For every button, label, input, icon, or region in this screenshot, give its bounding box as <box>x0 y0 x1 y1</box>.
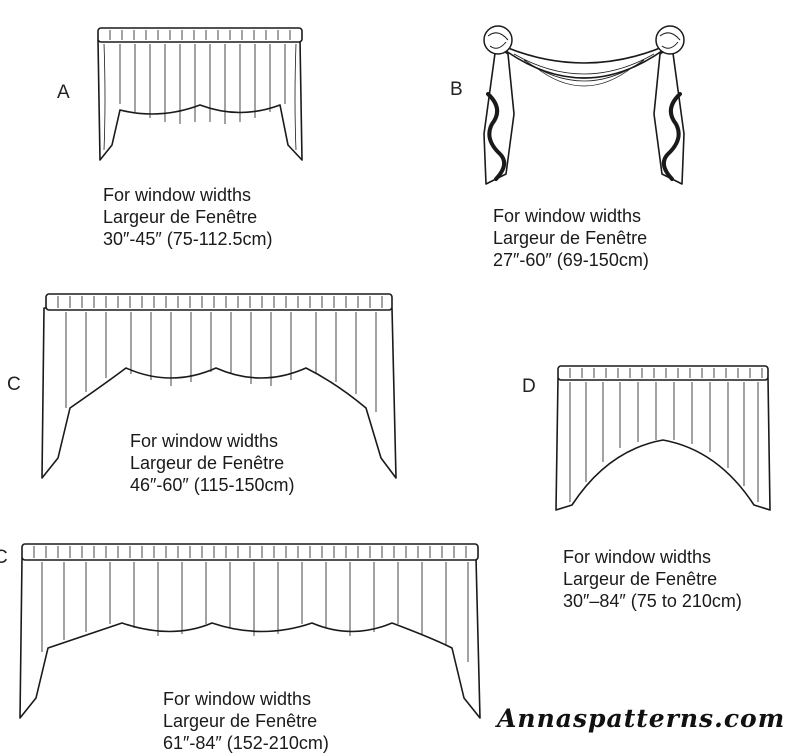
caption-line: 61″-84″ (152-210cm) <box>163 733 329 753</box>
caption-a: For window widths Largeur de Fenêtre 30″… <box>103 184 273 250</box>
caption-b: For window widths Largeur de Fenêtre 27″… <box>493 205 649 271</box>
caption-line: For window widths <box>493 206 642 226</box>
swag-b-illustration <box>483 25 685 185</box>
caption-line: Largeur de Fenêtre <box>163 711 318 731</box>
caption-line: Largeur de Fenêtre <box>493 228 648 248</box>
view-letter-d: D <box>522 376 536 397</box>
valance-a-illustration <box>97 27 303 161</box>
caption-line: For window widths <box>130 431 279 451</box>
caption-line: Largeur de Fenêtre <box>130 453 285 473</box>
caption-line: 30″–84″ (75 to 210cm) <box>563 591 742 611</box>
valance-d-illustration <box>555 365 771 511</box>
view-letter-c: C <box>7 374 21 395</box>
valance-c-illustration <box>41 293 397 479</box>
caption-line: For window widths <box>163 689 312 709</box>
caption-d: For window widths Largeur de Fenêtre 30″… <box>563 546 742 612</box>
view-letter-a: A <box>57 82 70 103</box>
caption-line: For window widths <box>103 185 252 205</box>
valance-c-wide-illustration <box>19 543 481 719</box>
view-letter-b: B <box>450 79 463 100</box>
view-letter-c-2: C <box>0 547 8 568</box>
watermark-text: Annaspatterns.com <box>497 704 786 733</box>
caption-line: Largeur de Fenêtre <box>103 207 258 227</box>
caption-line: Largeur de Fenêtre <box>563 569 718 589</box>
caption-line: 30″-45″ (75-112.5cm) <box>103 229 273 249</box>
caption-line: For window widths <box>563 547 712 567</box>
caption-c2: For window widths Largeur de Fenêtre 61″… <box>163 688 329 754</box>
caption-line: 46″-60″ (115-150cm) <box>130 475 295 495</box>
caption-line: 27″-60″ (69-150cm) <box>493 250 649 270</box>
caption-c1: For window widths Largeur de Fenêtre 46″… <box>130 430 295 496</box>
